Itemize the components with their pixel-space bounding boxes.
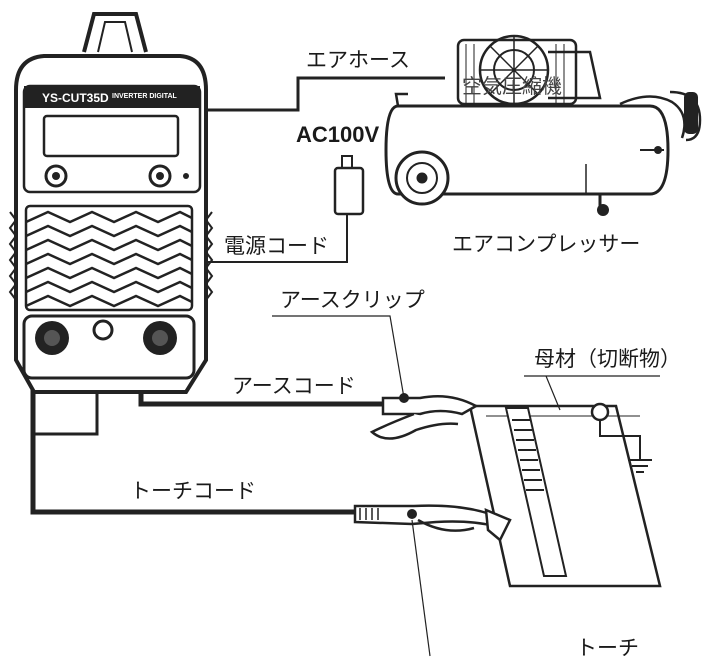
air-hose [205, 76, 445, 112]
label-earth-cord: アースコード [232, 374, 356, 398]
power-cord [203, 214, 348, 263]
display-window [42, 114, 180, 158]
label-ac-voltage: AC100V [296, 122, 380, 147]
vent-grille [24, 204, 194, 312]
plasma-torch [353, 504, 512, 542]
torch-cord [30, 352, 355, 515]
base-metal-plate [468, 402, 662, 588]
label-torch-cord: トーチコード [130, 479, 256, 503]
label-compressor-tank: 空気圧縮機 [462, 74, 562, 98]
label-earth-clip: アースクリップ [280, 288, 425, 312]
label-power-cord: 電源コード [224, 234, 329, 258]
plasma-cutter [8, 12, 214, 394]
leader-lines [272, 315, 660, 657]
earth-clip [369, 393, 479, 440]
machine-subtitle: INVERTER DIGITAL [112, 93, 177, 100]
air-compressor [384, 34, 702, 216]
label-torch: トーチ [576, 636, 639, 660]
label-base-material: 母材（切断物） [534, 347, 681, 371]
power-plug [333, 155, 365, 216]
label-air-compressor: エアコンプレッサー [452, 232, 641, 256]
control-connector [92, 319, 114, 341]
label-air-hose: エアホース [306, 48, 410, 72]
machine-model: YS-CUT35D [42, 91, 109, 105]
